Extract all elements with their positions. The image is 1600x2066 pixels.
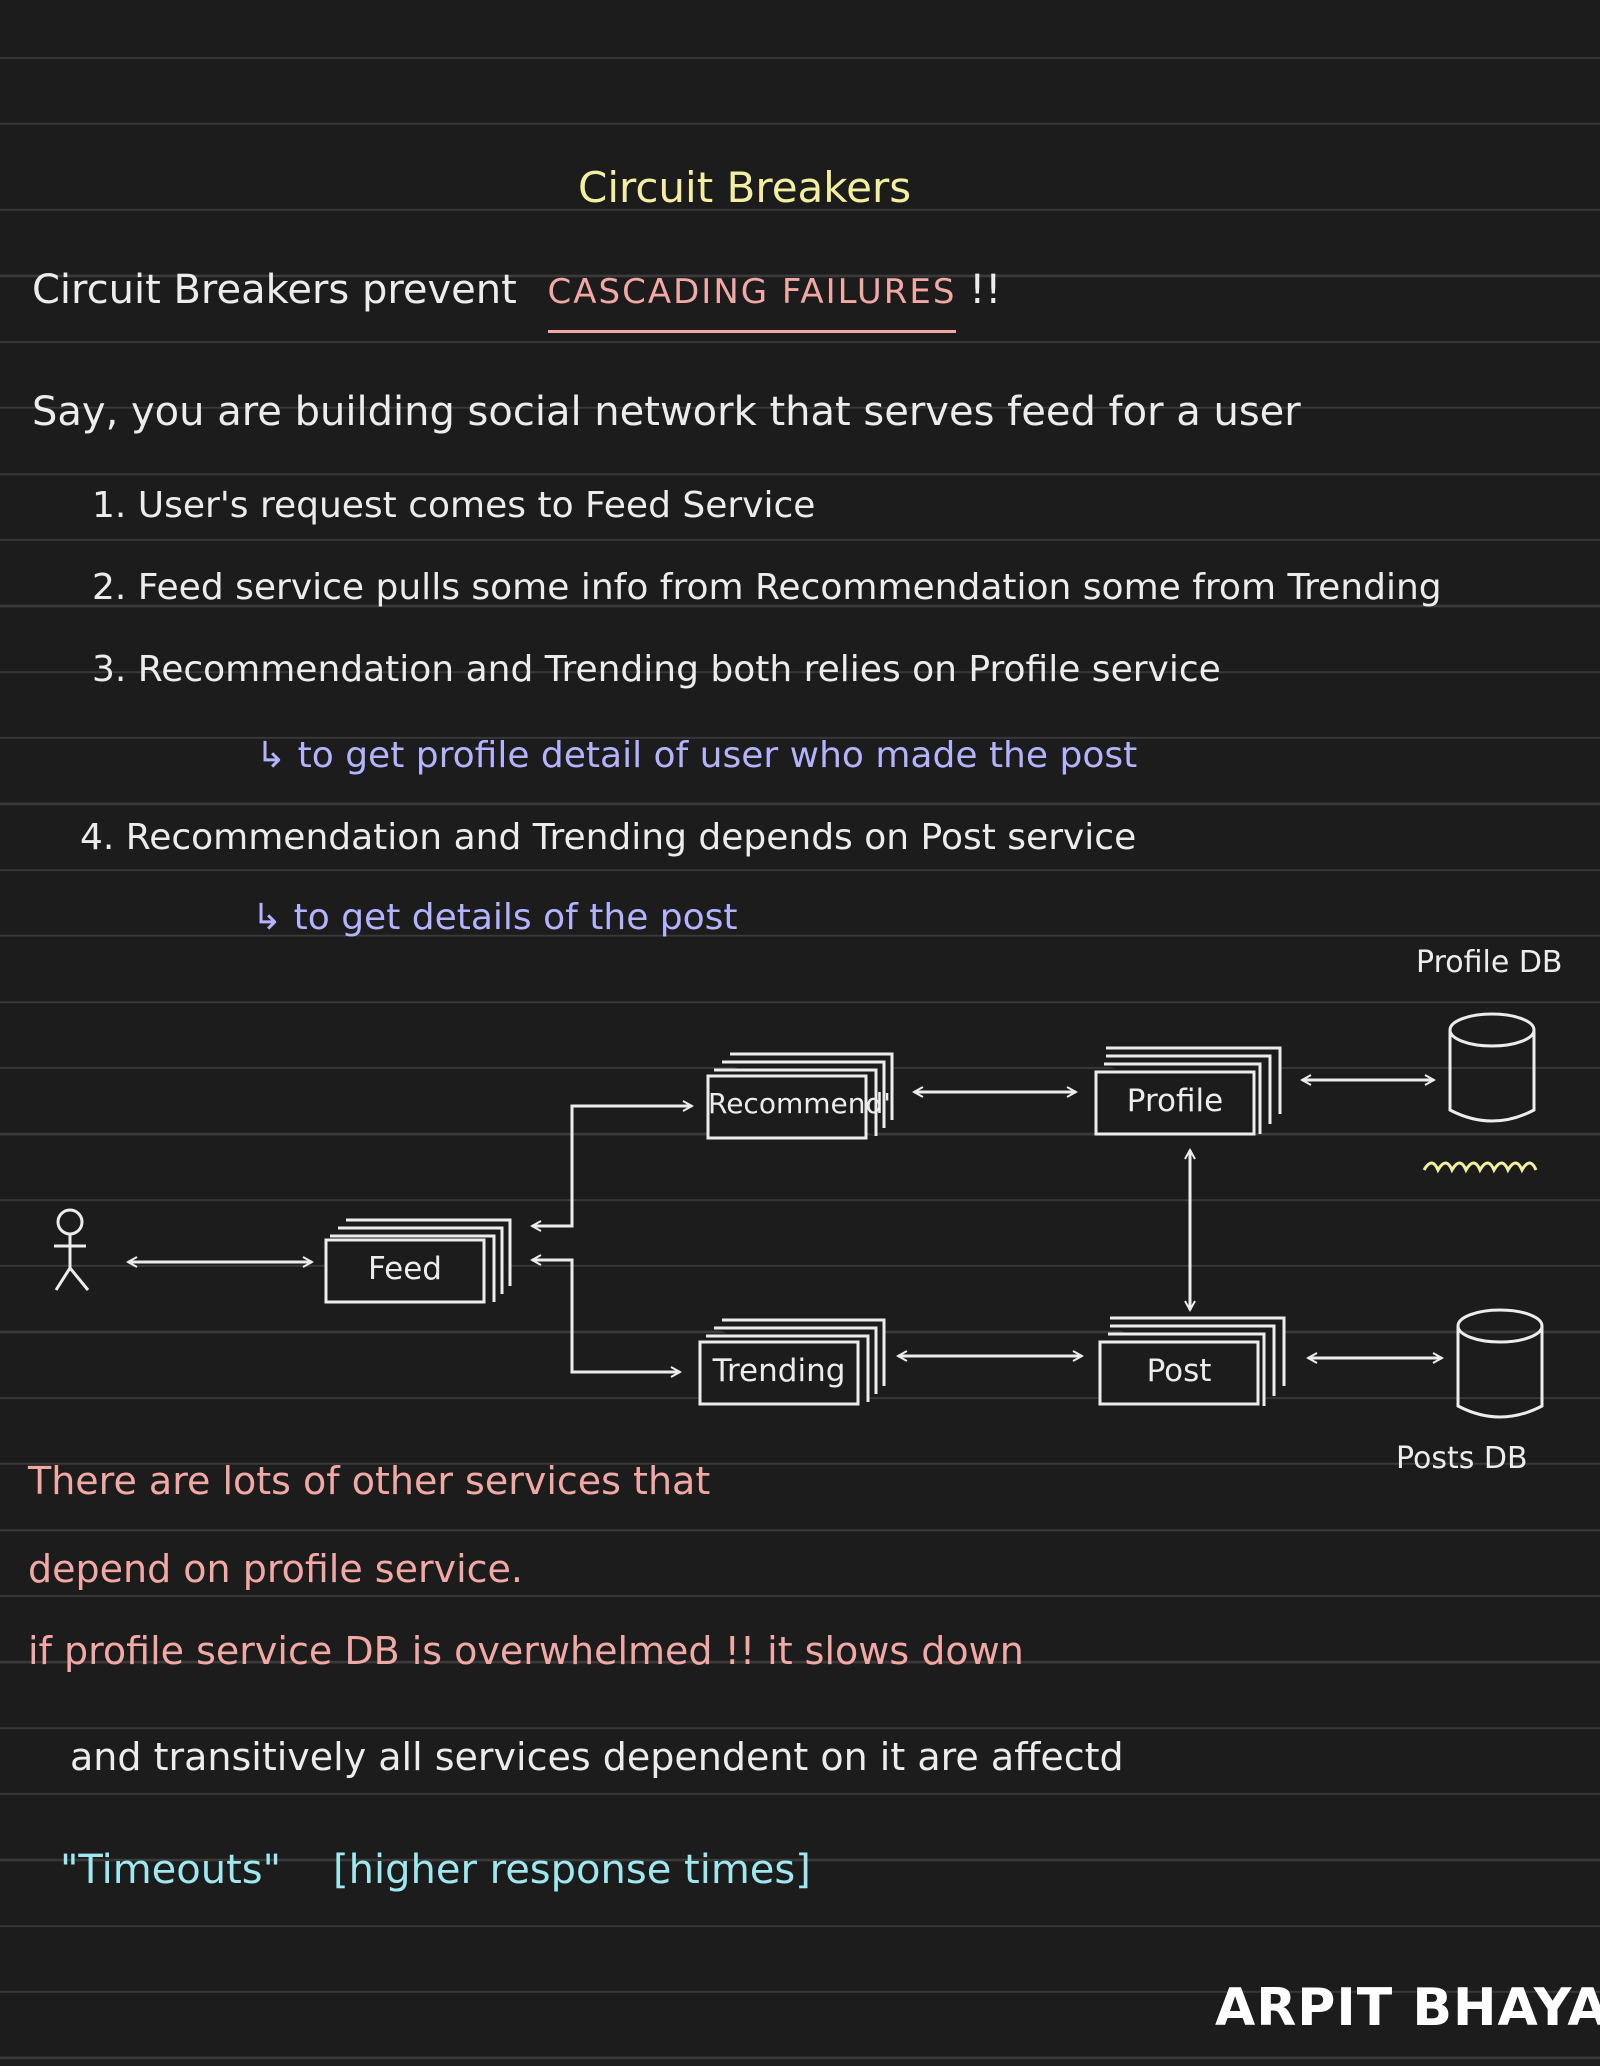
timeouts-text: "Timeouts": [60, 1847, 282, 1893]
profile-db-label: Profile DB: [1416, 945, 1563, 980]
subnote-profile: ↳ to get profile detail of user who made…: [256, 735, 1138, 776]
note-white: and transitively all services dependent …: [70, 1735, 1124, 1779]
note-cyan: "Timeouts" [higher response times]: [60, 1850, 811, 1890]
scenario-text: Say, you are building social network tha…: [32, 389, 1301, 435]
point-4: 4. Recommendation and Trending depends o…: [80, 817, 1137, 858]
post-label: Post: [1146, 1353, 1212, 1389]
response-times-text: [higher response times]: [333, 1847, 811, 1893]
posts-db-label: Posts DB: [1396, 1441, 1528, 1476]
profile-label: Profile: [1126, 1083, 1224, 1119]
brand-logo: ARPIT BHAYANI: [1215, 1978, 1600, 2038]
point-3: 3. Recommendation and Trending both reli…: [92, 649, 1221, 690]
feed-label: Feed: [368, 1251, 442, 1287]
subnote-post: ↳ to get details of the post: [252, 897, 738, 938]
point-1: 1. User's request comes to Feed Service: [92, 485, 816, 526]
intro-suffix: !!: [969, 267, 1002, 313]
note-pink-3: if profile service DB is overwhelmed !! …: [28, 1629, 1024, 1673]
intro-prefix: Circuit Breakers prevent: [32, 267, 517, 313]
recommend-label: Recommend": [708, 1087, 897, 1120]
point-2: 2. Feed service pulls some info from Rec…: [92, 567, 1442, 608]
trending-label: Trending: [712, 1353, 846, 1389]
page-title: Circuit Breakers: [578, 163, 912, 212]
note-pink-1: There are lots of other services that: [28, 1459, 711, 1503]
note-pink-2: depend on profile service.: [28, 1547, 524, 1591]
intro-highlight: CASCADING FAILURES: [547, 272, 957, 333]
intro-line: Circuit Breakers prevent CASCADING FAILU…: [32, 267, 1002, 333]
